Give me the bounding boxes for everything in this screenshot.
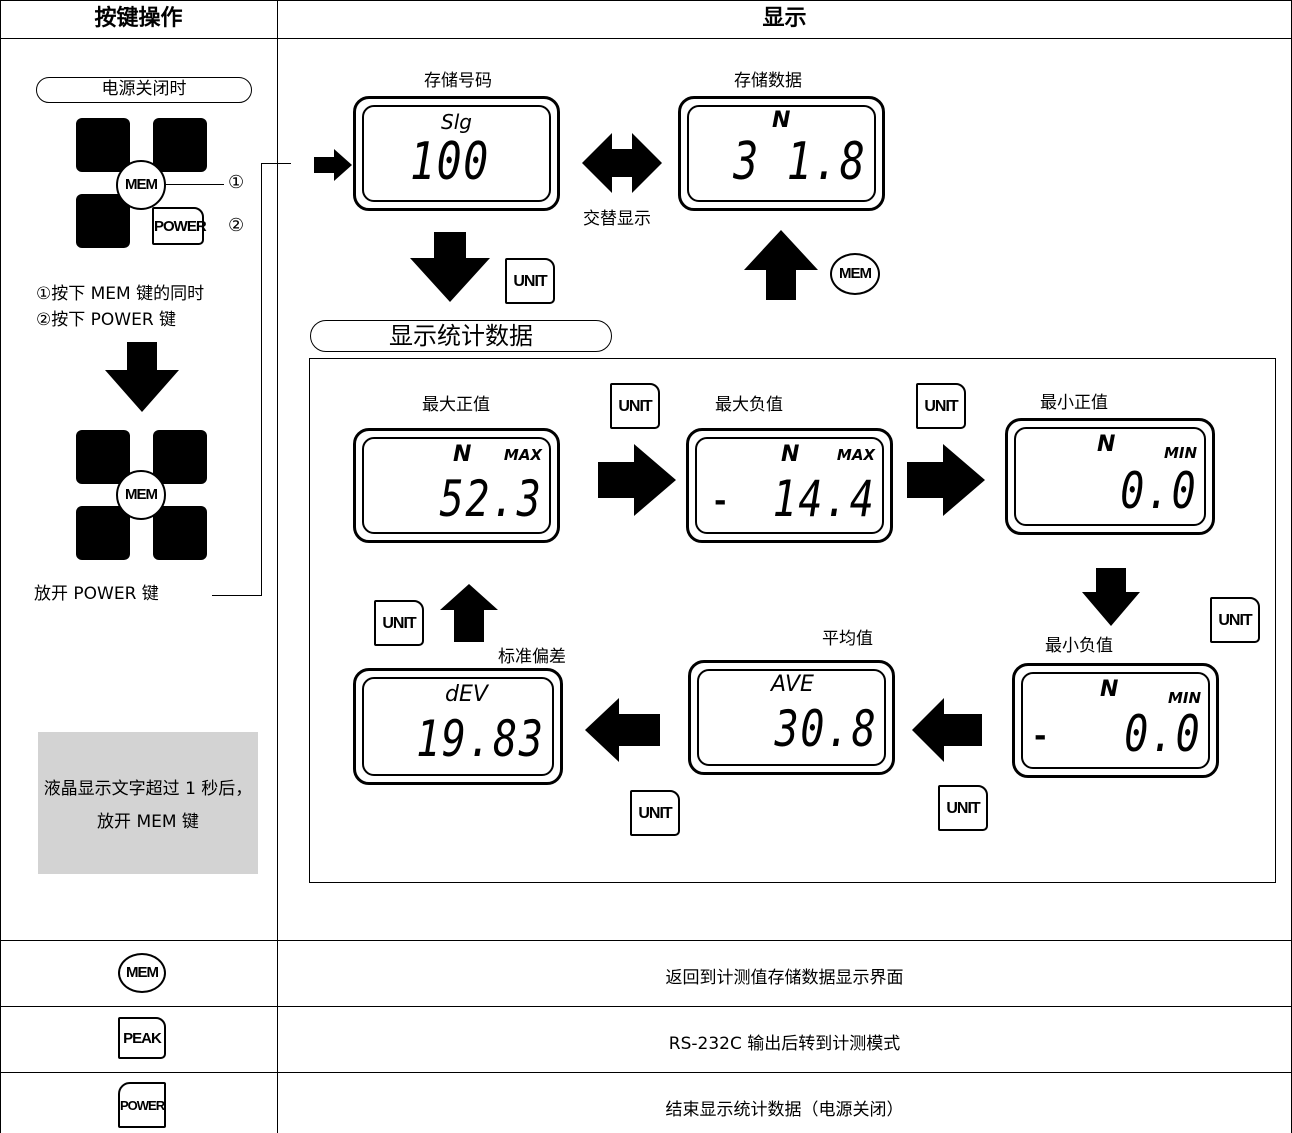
- memory-data-title: 存储数据: [734, 71, 802, 91]
- connector-line: [261, 163, 291, 164]
- average-title: 平均值: [822, 629, 873, 649]
- lcd-value: 19.83: [416, 710, 545, 768]
- connector-line: [261, 163, 262, 596]
- keypad-key: [76, 430, 130, 484]
- row-divider-1: [0, 940, 1292, 941]
- stats-panel: [309, 358, 1276, 883]
- arrow-down-icon: [1082, 568, 1140, 626]
- lcd-value: 0.0: [1123, 705, 1201, 763]
- arrow-left-icon: [585, 698, 660, 762]
- mem-marker-line: [166, 184, 224, 185]
- arrow-down-icon: [105, 342, 179, 412]
- unit-key[interactable]: UNIT: [610, 383, 660, 429]
- lcd-tag: MIN: [1163, 444, 1197, 462]
- lcd-memory-data: N 3 1.8: [678, 96, 885, 211]
- keypad-key: [153, 118, 207, 172]
- lcd-value: 52.3: [439, 470, 542, 528]
- lcd-unit: AVE: [771, 672, 814, 697]
- power-key[interactable]: POWER: [118, 1082, 166, 1128]
- lcd-min-negative: N MIN - 0.0: [1012, 663, 1219, 778]
- note-text: 液晶显示文字超过 1 秒后，放开 MEM 键: [43, 779, 253, 832]
- lcd-unit: N: [1097, 432, 1116, 457]
- std-dev-title: 标准偏差: [498, 647, 566, 667]
- step-2-text: ②按下 POWER 键: [36, 310, 177, 330]
- keypad-key: [76, 506, 130, 560]
- header-key-operation: 按键操作: [94, 6, 183, 31]
- power-off-label: 电源关闭时: [36, 77, 252, 103]
- lcd-max-negative: N MAX - 14.4: [686, 428, 893, 543]
- marker-1: ①: [228, 172, 245, 193]
- table-top-border: [0, 0, 1292, 1]
- max-negative-title: 最大负值: [715, 395, 783, 415]
- lcd-value: 0.0: [1119, 462, 1197, 520]
- lcd-unit: N: [453, 442, 472, 467]
- max-positive-title: 最大正值: [422, 395, 490, 415]
- peak-row-description: RS-232C 输出后转到计测模式: [668, 1034, 901, 1054]
- unit-key[interactable]: UNIT: [505, 258, 555, 304]
- unit-key[interactable]: UNIT: [938, 785, 988, 831]
- step-1-text: ①按下 MEM 键的同时: [36, 284, 205, 304]
- marker-2: ②: [228, 215, 245, 236]
- min-positive-title: 最小正值: [1040, 393, 1108, 413]
- mem-key[interactable]: MEM: [116, 470, 166, 520]
- mem-key[interactable]: MEM: [116, 160, 166, 210]
- arrow-up-icon: [440, 584, 498, 642]
- arrow-down-icon: [410, 232, 490, 302]
- lcd-value: 100: [410, 132, 490, 192]
- alternate-label: 交替显示: [583, 209, 651, 229]
- min-negative-title: 最小负值: [1045, 636, 1113, 656]
- lcd-std-dev: dEV 19.83: [353, 668, 563, 785]
- lcd-sign: -: [714, 484, 727, 519]
- arrow-right-icon: [598, 444, 676, 516]
- lcd-unit: Slg: [441, 110, 472, 134]
- power-key[interactable]: POWER: [152, 207, 207, 245]
- lcd-average: AVE 30.8: [688, 660, 895, 775]
- keypad-key: [153, 506, 207, 560]
- power-row-description: 结束显示统计数据（电源关闭）: [665, 1100, 904, 1120]
- lcd-value: 3 1.8: [733, 132, 867, 192]
- unit-key[interactable]: UNIT: [374, 600, 424, 646]
- row-divider-3: [0, 1072, 1292, 1073]
- mem-row-description: 返回到计测值存储数据显示界面: [665, 968, 904, 988]
- stats-title-pill: 显示统计数据: [310, 320, 612, 352]
- lcd-max-positive: N MAX 52.3: [353, 428, 560, 543]
- stats-title: 显示统计数据: [389, 322, 533, 350]
- peak-key[interactable]: PEAK: [118, 1017, 166, 1059]
- arrow-right-icon: [314, 149, 352, 181]
- lcd-memory-number: Slg 100: [353, 96, 560, 211]
- table-left-border: [0, 0, 1, 1133]
- lcd-value: 14.4: [772, 470, 875, 528]
- mem-key[interactable]: MEM: [830, 253, 880, 295]
- unit-key[interactable]: UNIT: [1210, 597, 1260, 643]
- row-divider-2: [0, 1006, 1292, 1007]
- connector-line: [212, 595, 262, 596]
- lcd-min-positive: N MIN 0.0: [1005, 418, 1215, 535]
- memory-number-title: 存储号码: [424, 71, 492, 91]
- lcd-unit: N: [781, 442, 800, 467]
- keypad-key: [76, 118, 130, 172]
- arrow-left-icon: [912, 698, 982, 762]
- release-power-text: 放开 POWER 键: [34, 584, 159, 604]
- lcd-value: 30.8: [774, 700, 877, 758]
- arrow-both-icon: [582, 133, 662, 193]
- keypad-key: [153, 430, 207, 484]
- column-divider: [277, 0, 278, 1133]
- header-display: 显示: [762, 6, 807, 31]
- lcd-tag: MIN: [1167, 689, 1201, 707]
- lcd-sign: -: [1034, 719, 1047, 754]
- unit-key[interactable]: UNIT: [916, 383, 966, 429]
- keypad-key: [76, 194, 130, 248]
- arrow-up-icon: [744, 230, 818, 300]
- lcd-unit: N: [1100, 677, 1119, 702]
- unit-key[interactable]: UNIT: [630, 790, 680, 836]
- lcd-unit: N: [772, 108, 791, 133]
- header-divider: [0, 38, 1292, 39]
- arrow-right-icon: [907, 444, 985, 516]
- mem-key[interactable]: MEM: [118, 953, 166, 993]
- note-box: [38, 732, 258, 874]
- lcd-unit: dEV: [445, 682, 488, 707]
- lcd-tag: MAX: [836, 446, 875, 464]
- lcd-tag: MAX: [503, 446, 542, 464]
